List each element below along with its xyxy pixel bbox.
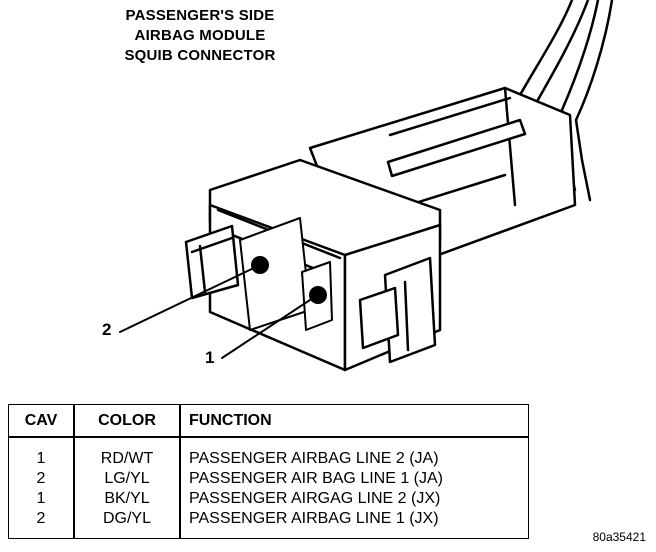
- table-row: 1 BK/YL PASSENGER AIRGAG LINE 2 (JX): [9, 489, 528, 509]
- callout-label-pin-2: 2: [102, 320, 112, 339]
- terminal-pins: [251, 256, 327, 304]
- color-cell: BK/YL: [104, 490, 150, 507]
- title-line-2: AIRBAG MODULE: [134, 27, 266, 44]
- side-lock-tab: [358, 256, 437, 364]
- title-line-3: SQUIB CONNECTOR: [124, 47, 276, 64]
- terminal-pin-1: [309, 286, 327, 304]
- latch-tab: [184, 224, 240, 300]
- squib-connector-illustration: [119, 0, 614, 372]
- function-cell: PASSENGER AIR BAG LINE 1 (JA): [189, 470, 443, 487]
- callout-leader-lines: [119, 265, 317, 359]
- function-cell: PASSENGER AIRBAG LINE 1 (JX): [189, 510, 439, 527]
- cav-cell: 1: [36, 450, 46, 467]
- color-cell: LG/YL: [104, 470, 150, 487]
- cav-cell: 2: [36, 510, 46, 527]
- title-line-1: PASSENGER'S SIDE: [125, 7, 275, 24]
- diagram-title: PASSENGER'S SIDE AIRBAG MODULE SQUIB CON…: [60, 6, 340, 66]
- column-divider: [179, 405, 181, 538]
- callout-label-pin-1: 1: [205, 348, 215, 367]
- function-cell: PASSENGER AIRBAG LINE 2 (JA): [189, 450, 439, 467]
- header-cav: CAV: [24, 412, 58, 429]
- terminal-pin-2: [251, 256, 269, 274]
- column-divider: [73, 405, 75, 538]
- terminal-cavities: [239, 217, 333, 331]
- header-divider: [9, 436, 528, 438]
- cav-cell: 2: [36, 470, 46, 487]
- table-row: 2 DG/YL PASSENGER AIRBAG LINE 1 (JX): [9, 509, 528, 529]
- color-cell: RD/WT: [100, 450, 154, 467]
- figure-id-label: 80a35421: [592, 530, 646, 544]
- cav-cell: 1: [36, 490, 46, 507]
- header-color: COLOR: [98, 412, 156, 429]
- table-row: 2 LG/YL PASSENGER AIR BAG LINE 1 (JA): [9, 469, 528, 489]
- pinout-table: CAV COLOR FUNCTION 1 RD/WT PASSENGER AIR…: [8, 404, 529, 539]
- table-row: 1 RD/WT PASSENGER AIRBAG LINE 2 (JA): [9, 449, 528, 469]
- color-cell: DG/YL: [102, 510, 151, 527]
- header-function: FUNCTION: [189, 412, 272, 429]
- function-cell: PASSENGER AIRGAG LINE 2 (JX): [189, 490, 441, 507]
